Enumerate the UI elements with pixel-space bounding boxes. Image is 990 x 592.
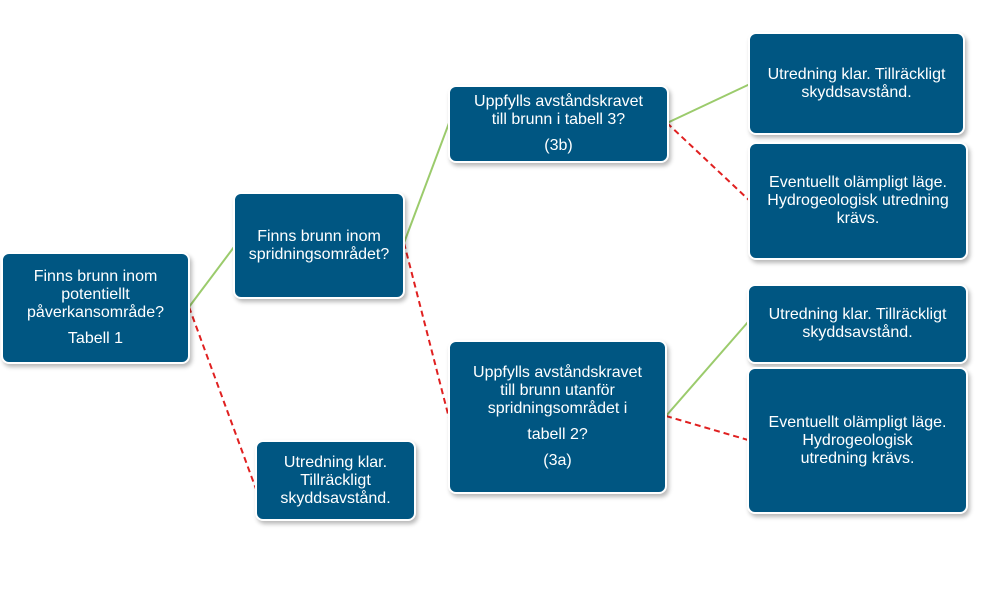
result-3a-yes-node: Utredning klar. Tillräckligt skyddsavstå… xyxy=(747,284,968,364)
question-3a-line-4: tabell 2? xyxy=(527,426,588,443)
spread-question-node: Finns brunn inom spridningsområdet? xyxy=(233,192,405,299)
result-3a-yes-line-2: skyddsavstånd. xyxy=(802,324,913,341)
root-question-node: Finns brunn inom potentiellt påverkansom… xyxy=(1,252,190,364)
root-no-result-line-3: skyddsavstånd. xyxy=(280,489,391,507)
result-3b-no-line-3: krävs. xyxy=(836,210,880,227)
connector-no-spread-to-3a xyxy=(403,242,450,419)
root-no-result-line-1: Utredning klar. xyxy=(283,453,388,471)
spread-question-line-2: spridningsområdet? xyxy=(248,245,390,263)
question-3a-ref: (3a) xyxy=(543,452,572,469)
root-no-result-line-2: Tillräckligt xyxy=(300,471,371,489)
result-3b-yes-line-1: Utredning klar. Tillräckligt xyxy=(767,65,946,83)
question-3b-line-1: Uppfylls avståndskravet xyxy=(474,93,643,110)
result-3b-no-node: Eventuellt olämpligt läge. Hydrogeologis… xyxy=(748,142,968,260)
result-3a-no-line-3: utredning krävs. xyxy=(800,449,915,467)
spread-question-line-1: Finns brunn inom xyxy=(257,227,381,245)
result-3a-yes-line-1: Utredning klar. Tillräckligt xyxy=(768,306,947,323)
question-3a-line-1: Uppfylls avståndskravet xyxy=(473,364,642,381)
question-3a-line-2: till brunn utanför xyxy=(500,382,615,399)
connector-yes-3b-to-result xyxy=(666,83,751,124)
result-3b-yes-line-2: skyddsavstånd. xyxy=(801,83,912,101)
root-question-line-3: påverkansområde? xyxy=(27,304,164,321)
result-3a-no-line-1: Eventuellt olämpligt läge. xyxy=(768,413,947,431)
result-3b-no-line-1: Eventuellt olämpligt läge. xyxy=(769,174,947,191)
result-3b-no-line-2: Hydrogeologisk utredning xyxy=(767,192,949,209)
result-3b-yes-node: Utredning klar. Tillräckligt skyddsavstå… xyxy=(748,32,965,135)
root-question-table-ref: Tabell 1 xyxy=(67,330,124,347)
connector-no-3a-to-result xyxy=(665,415,749,441)
connector-yes-root-to-spread xyxy=(188,246,235,308)
root-question-line-1: Finns brunn inom xyxy=(33,268,158,285)
question-3a-line-3: spridningsområdet i xyxy=(487,400,628,417)
connector-no-3b-to-result xyxy=(666,122,751,202)
question-3b-ref: (3b) xyxy=(544,137,573,154)
connector-yes-spread-to-3b xyxy=(403,122,450,244)
result-3a-no-node: Eventuellt olämpligt läge. Hydrogeologis… xyxy=(747,367,968,514)
root-question-line-2: potentiellt xyxy=(61,286,130,303)
connector-yes-3a-to-result xyxy=(665,321,749,417)
question-3a-node: Uppfylls avståndskravet till brunn utanf… xyxy=(448,340,667,494)
question-3b-line-2: till brunn i tabell 3? xyxy=(491,111,626,128)
connector-no-root-to-result xyxy=(188,306,257,490)
root-no-result-node: Utredning klar. Tillräckligt skyddsavstå… xyxy=(255,440,416,521)
question-3b-node: Uppfylls avståndskravet till brunn i tab… xyxy=(448,85,669,163)
result-3a-no-line-2: Hydrogeologisk xyxy=(802,431,913,449)
